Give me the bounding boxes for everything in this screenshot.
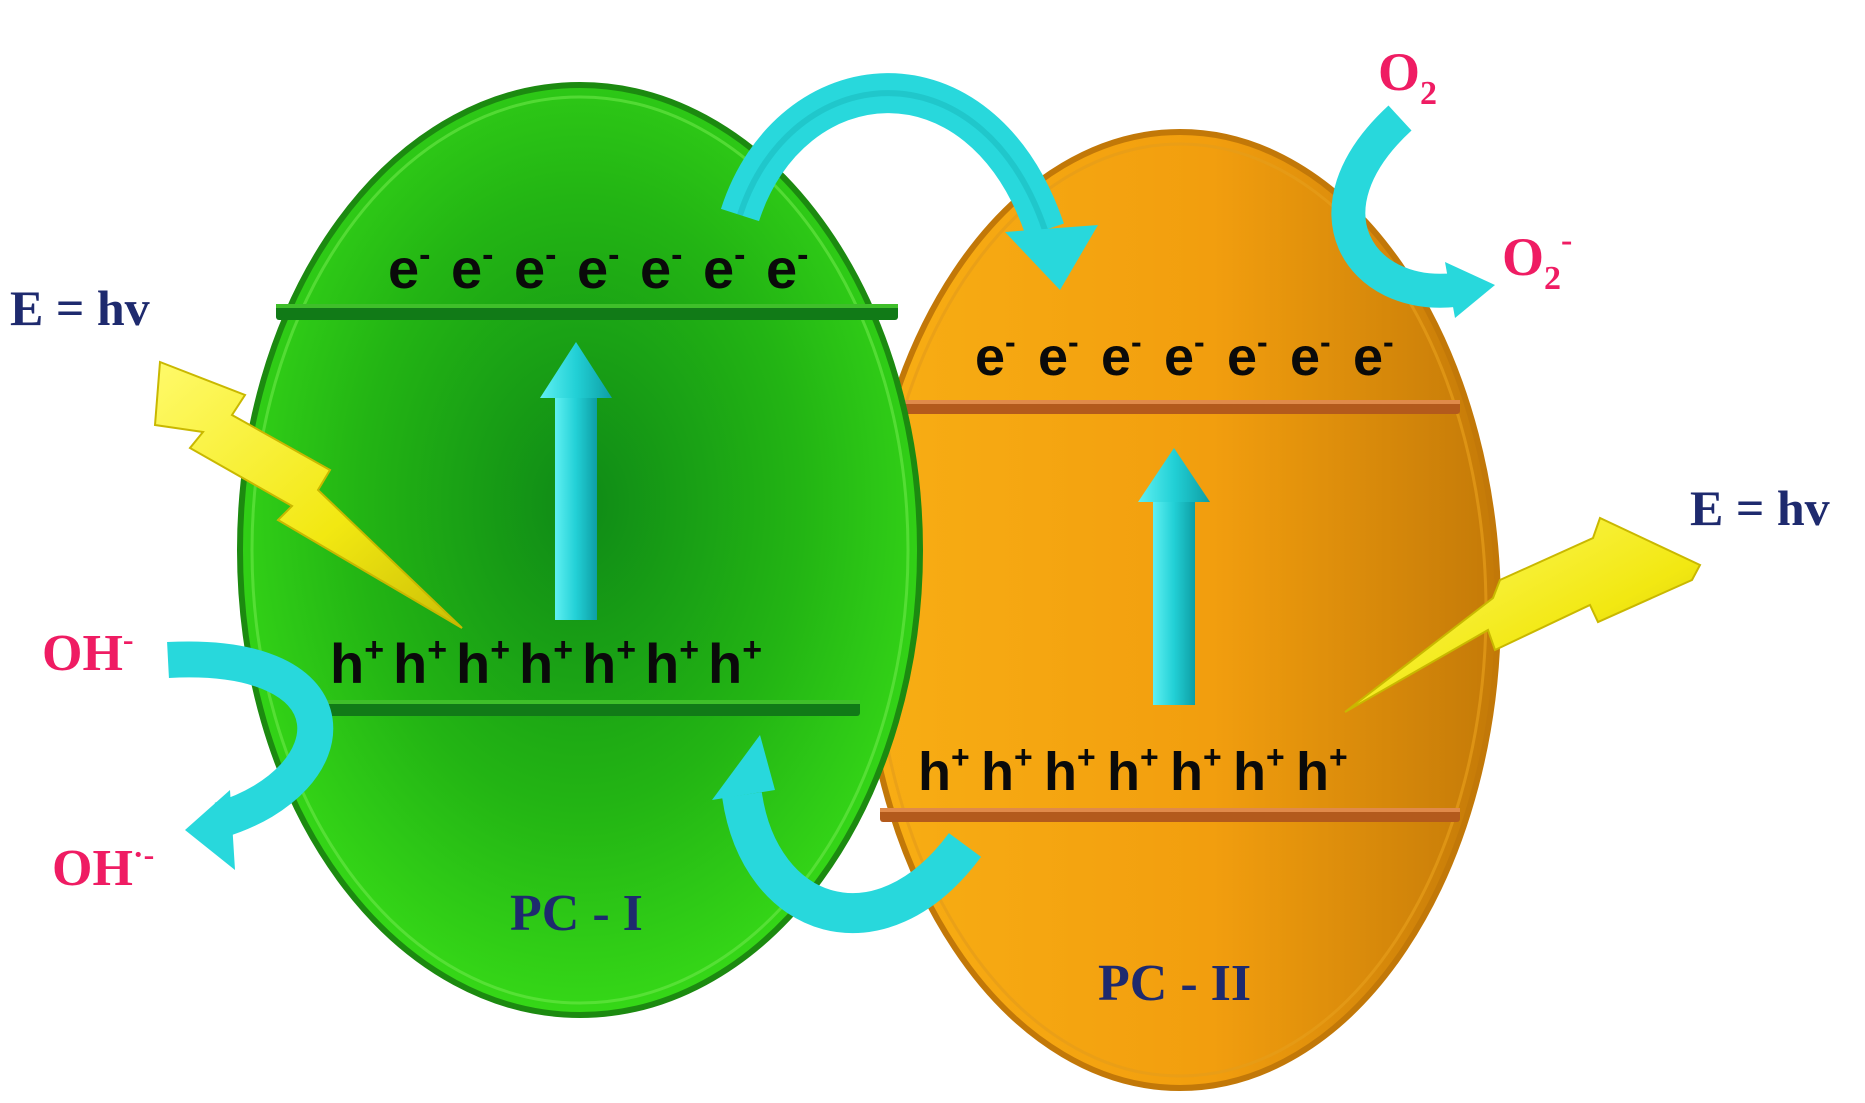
pc2-electron: e-: [975, 324, 1016, 387]
pc1-hole: h+: [393, 631, 447, 695]
pc2-hole: h+: [918, 739, 970, 802]
pc1-electron: e-: [451, 236, 493, 300]
pc2-excitation-arrow: [1138, 448, 1210, 705]
o2-reaction-arrow: [1331, 105, 1495, 318]
pc2-hole: h+: [1107, 739, 1159, 802]
pc2-hole: h+: [1296, 739, 1348, 802]
pc2-electron: e-: [1038, 324, 1079, 387]
pc1-label: PC - I: [510, 885, 643, 942]
pc1-hole: h+: [708, 631, 762, 695]
pc1-hole: h+: [330, 631, 384, 695]
pc2-hole: h+: [1170, 739, 1222, 802]
hydroxyl-radical-label: OH·-: [52, 836, 154, 897]
hole-transfer-arrow: [712, 735, 982, 934]
pc2-hole: h+: [1233, 739, 1285, 802]
pc1-hole: h+: [456, 631, 510, 695]
pc1-hole-row: h+h+h+h+h+h+h+: [330, 631, 762, 695]
electron-transfer-arrow: [720, 73, 1098, 290]
pc2-hole: h+: [981, 739, 1033, 802]
pc2-label: PC - II: [1098, 955, 1251, 1012]
energy-label-left: E = hv: [10, 280, 150, 336]
hydroxide-reactant-label: OH-: [42, 621, 134, 682]
pc1-hole: h+: [645, 631, 699, 695]
oxygen-reactant-label: O2: [1378, 42, 1437, 112]
pc2-electron: e-: [1101, 324, 1142, 387]
pc2-hole-row: h+h+h+h+h+h+h+: [918, 739, 1348, 802]
pc1-electron: e-: [703, 236, 745, 300]
pc1-electron: e-: [514, 236, 556, 300]
oh-reaction-arrow: [167, 641, 334, 870]
pc1-electron: e-: [577, 236, 619, 300]
pc2-electron: e-: [1290, 324, 1331, 387]
pc1-hole: h+: [582, 631, 636, 695]
lightning-right-icon: [1344, 516, 1702, 713]
pc2-electron: e-: [1353, 324, 1394, 387]
lightning-left-icon: [153, 360, 463, 629]
energy-label-right: E = hv: [1690, 480, 1830, 536]
pc2-electron-row: e-e-e-e-e-e-e-: [975, 324, 1394, 387]
superoxide-label: O2-: [1502, 222, 1572, 297]
pc1-electron-row: e-e-e-e-e-e-e-: [388, 236, 808, 300]
pc1-excitation-arrow: [540, 342, 612, 620]
pc1-electron: e-: [640, 236, 682, 300]
pc1-electron: e-: [766, 236, 808, 300]
pc2-electron: e-: [1227, 324, 1268, 387]
pc2-hole: h+: [1044, 739, 1096, 802]
pc2-electron: e-: [1164, 324, 1205, 387]
pc1-hole: h+: [519, 631, 573, 695]
pc1-electron: e-: [388, 236, 430, 300]
